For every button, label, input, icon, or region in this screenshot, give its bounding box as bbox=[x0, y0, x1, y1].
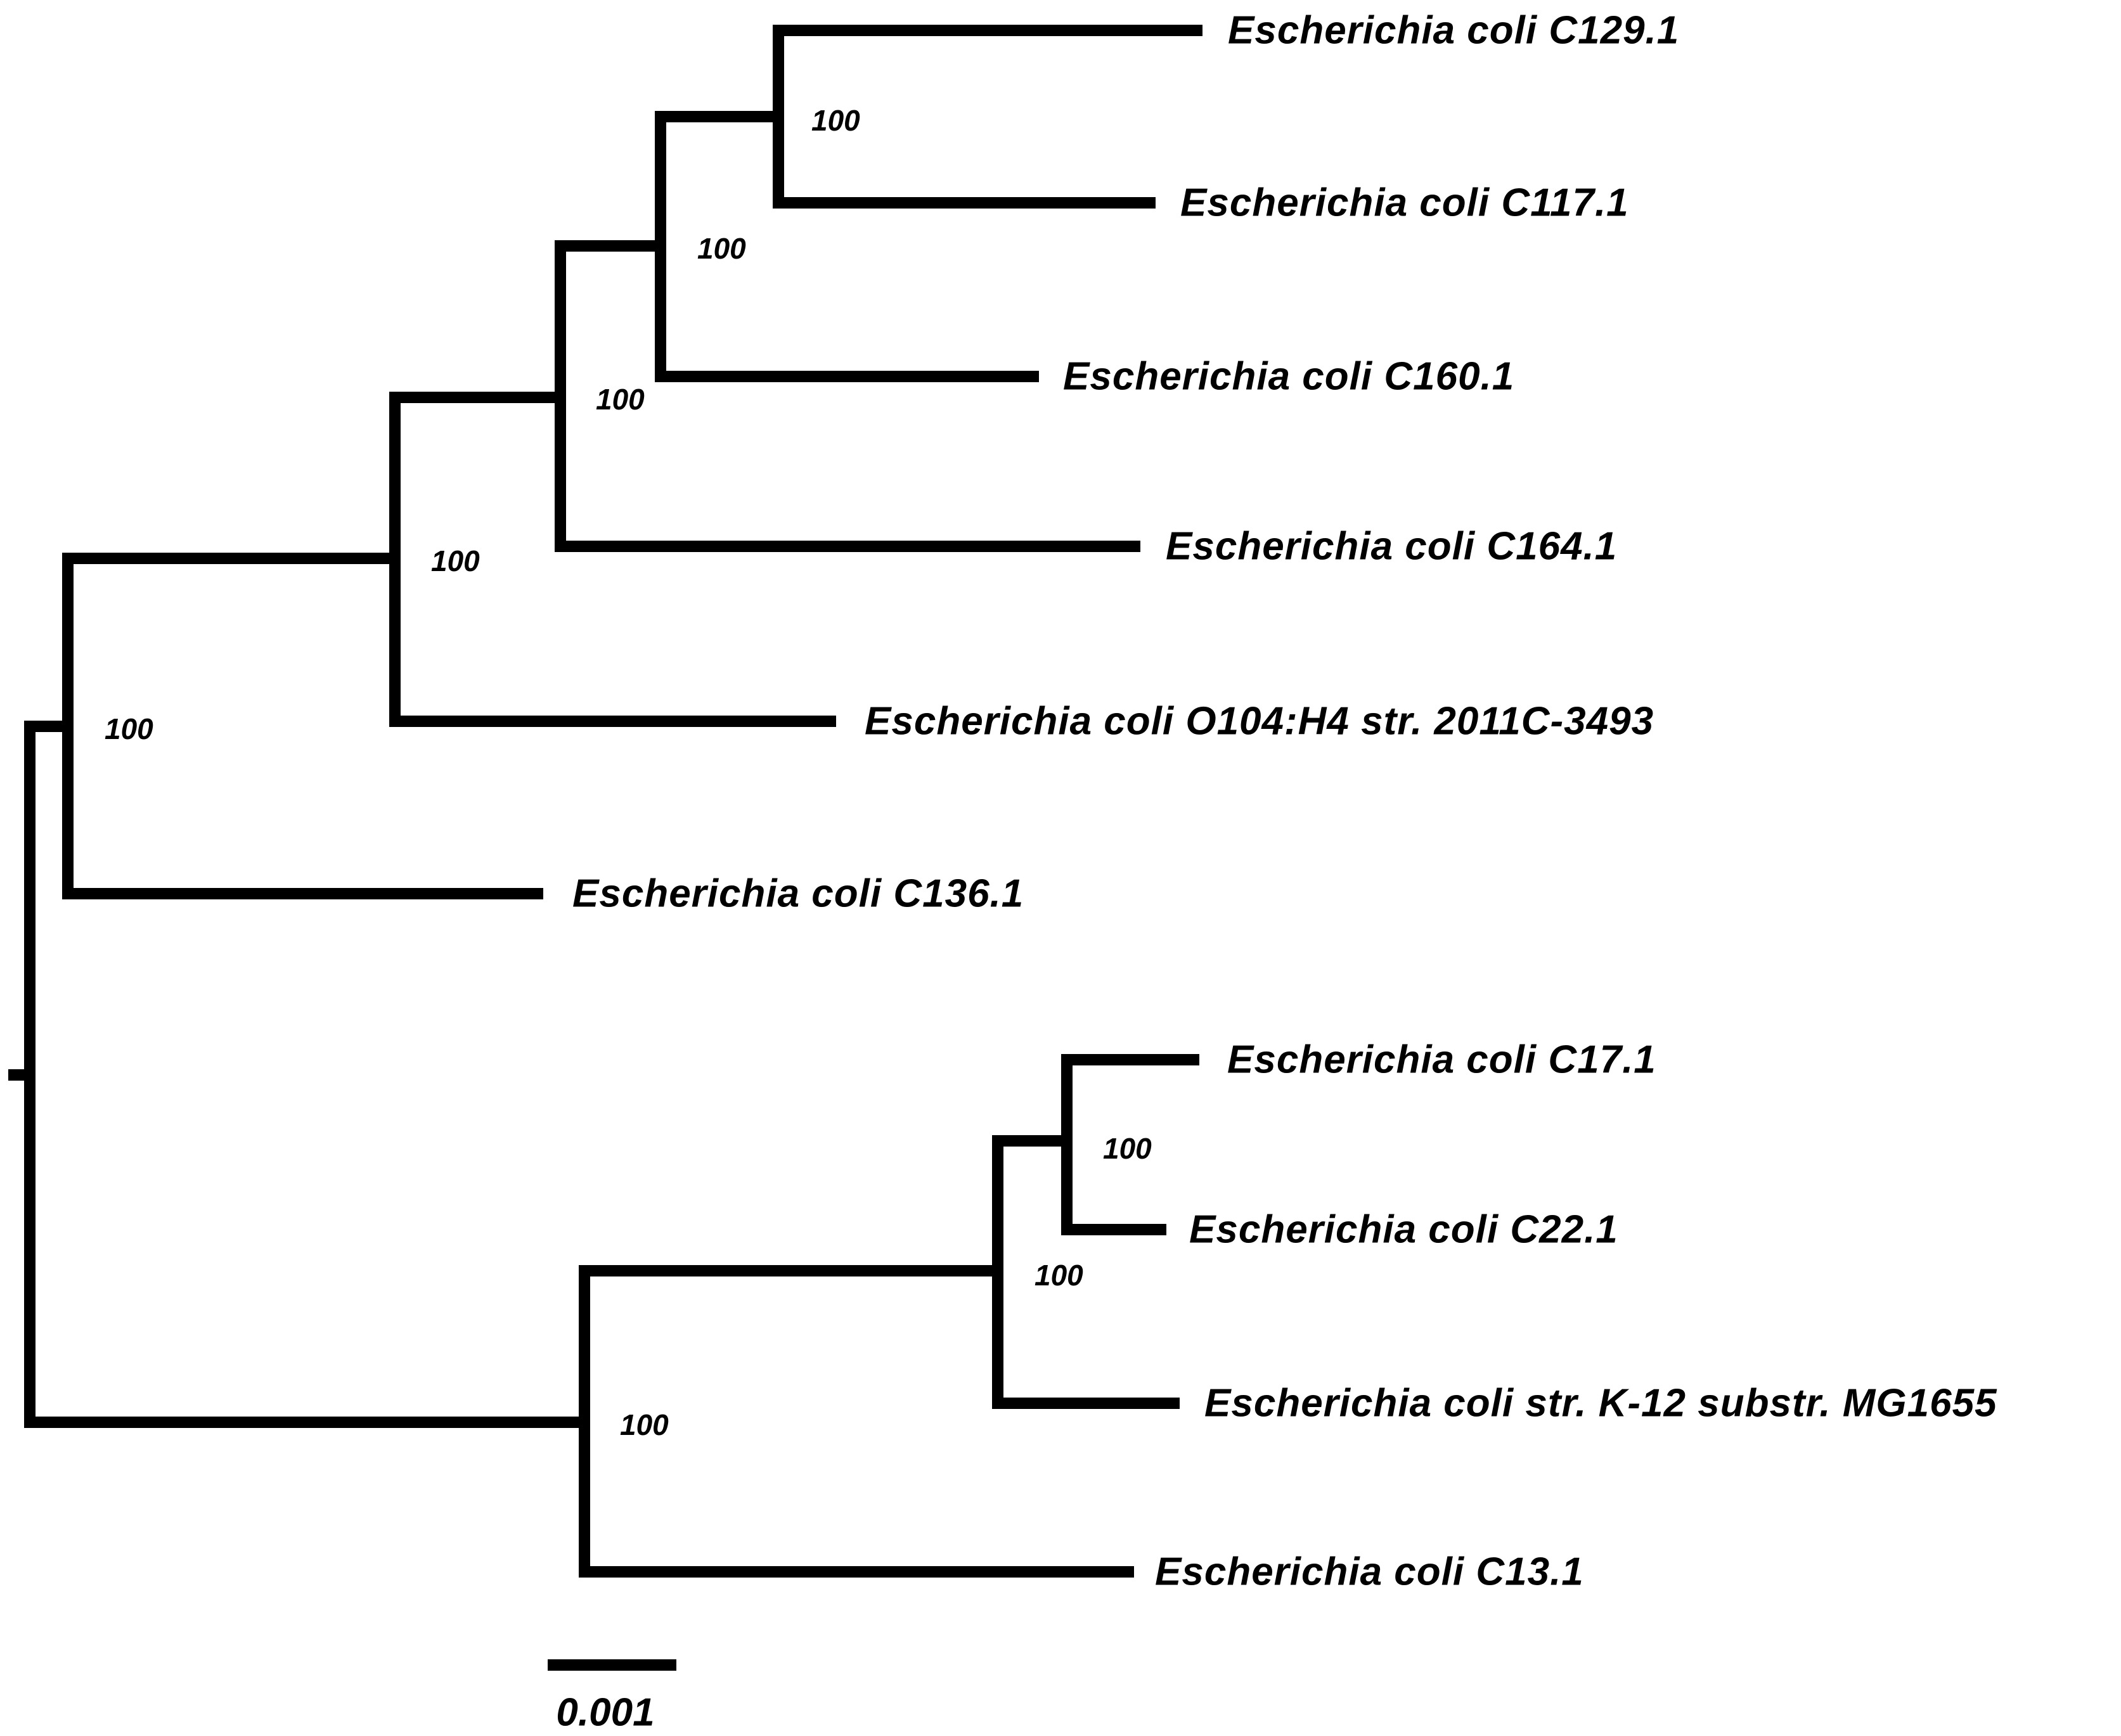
bootstrap-label: 100 bbox=[596, 383, 645, 416]
bootstrap-label: 100 bbox=[620, 1408, 669, 1441]
bootstrap-label: 100 bbox=[1103, 1132, 1152, 1165]
bootstrap-label: 100 bbox=[697, 232, 746, 265]
taxon-label: Escherichia coli C164.1 bbox=[1166, 525, 1617, 569]
taxon-label: Escherichia coli C129.1 bbox=[1228, 9, 1679, 53]
taxon-label: Escherichia coli C136.1 bbox=[572, 872, 1024, 916]
scale-bar-label: 0.001 bbox=[556, 1691, 654, 1735]
taxon-label: Escherichia coli C17.1 bbox=[1227, 1038, 1656, 1082]
taxon-label: Escherichia coli C160.1 bbox=[1063, 355, 1514, 399]
bootstrap-labels-group: 100 100 100 100 100 100 100 100 bbox=[105, 104, 1152, 1441]
taxon-label: Escherichia coli C117.1 bbox=[1180, 181, 1629, 225]
bootstrap-label: 100 bbox=[1035, 1259, 1083, 1292]
taxon-label: Escherichia coli O104:H4 str. 2011C-3493 bbox=[865, 700, 1654, 743]
bootstrap-label: 100 bbox=[811, 104, 860, 137]
taxon-label: Escherichia coli C13.1 bbox=[1155, 1550, 1584, 1594]
scale-bar-group: 0.001 bbox=[548, 1659, 676, 1735]
bootstrap-label: 100 bbox=[431, 544, 480, 577]
taxon-label: Escherichia coli str. K-12 substr. MG165… bbox=[1204, 1382, 1997, 1425]
bootstrap-label: 100 bbox=[105, 712, 153, 745]
branches-group bbox=[8, 25, 1202, 1578]
taxon-label: Escherichia coli C22.1 bbox=[1189, 1208, 1618, 1252]
